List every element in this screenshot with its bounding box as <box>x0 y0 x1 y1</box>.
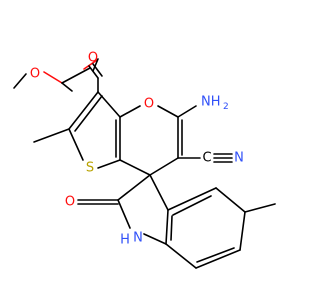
bond-ar-2 <box>215 187 246 213</box>
bond-ar-dbl-3 <box>170 215 173 241</box>
atom-n-nitrile: N <box>234 151 244 166</box>
bond-thio-1b <box>74 95 103 132</box>
atom-o-ester: O <box>30 67 40 82</box>
bond-carbonyl-o-half <box>83 59 98 70</box>
atom-o-ester-dbl: O <box>88 51 98 66</box>
molecule-diagram: O O O NH 2 S C N O H N <box>13 51 276 269</box>
atom-n-lactam: N <box>133 231 143 246</box>
bond-n-ar <box>143 233 167 245</box>
bond-methyl-o <box>13 73 27 89</box>
bond-c-o-dbl-2 <box>92 63 103 77</box>
bond-lactam-cn <box>117 199 131 229</box>
bond-ar-4 <box>195 249 241 269</box>
bond-thio-1 <box>68 91 99 130</box>
bond-spiro-aryl <box>149 174 169 211</box>
bond-carbonyl-dbl-a <box>92 58 99 72</box>
bond-pyran-5 <box>119 159 151 176</box>
bonds <box>13 58 276 269</box>
atom-c-nitrile: C <box>202 151 211 166</box>
structure-canvas: O O O NH 2 S C N O H N <box>13 51 276 269</box>
bond-thio-4 <box>97 91 121 118</box>
bond-c-o-dbl-1 <box>88 65 99 79</box>
bond-pyran-2 <box>157 105 179 118</box>
bond-ester-to-ring <box>61 82 73 92</box>
atom-labels: O O O NH 2 S C N O H N <box>30 51 244 248</box>
bond-amino <box>177 105 197 118</box>
bond-ar-3 <box>239 211 246 251</box>
bond-thio-2 <box>68 128 84 161</box>
bond-ar-6 <box>165 209 169 245</box>
bond-carbonyl-o-single <box>61 67 91 84</box>
bond-ar-5 <box>165 243 197 269</box>
bond-ar-dbl-1 <box>172 195 212 216</box>
bond-pyran-4 <box>149 157 179 176</box>
atom-o-pyran: O <box>144 97 154 112</box>
bond-spiro-lactam <box>117 174 151 201</box>
bond-ar-1 <box>167 187 217 211</box>
atom-h-lactam: H <box>120 233 130 248</box>
bond-o-carbonyl <box>43 71 63 84</box>
atom-o-lactam: O <box>65 195 75 210</box>
bond-thio-methyl <box>33 128 70 143</box>
bond-ar-dbl-2 <box>196 247 235 263</box>
bond-thio-3 <box>97 159 121 169</box>
bond-pyran-1 <box>119 105 141 118</box>
atom-s-thio: S <box>86 161 94 176</box>
atom-nh2: NH 2 <box>201 95 229 113</box>
bond-ar-methyl <box>244 203 276 213</box>
atom-nh2-subscript: 2 <box>223 102 229 112</box>
atom-nh2-label: NH <box>201 95 221 110</box>
